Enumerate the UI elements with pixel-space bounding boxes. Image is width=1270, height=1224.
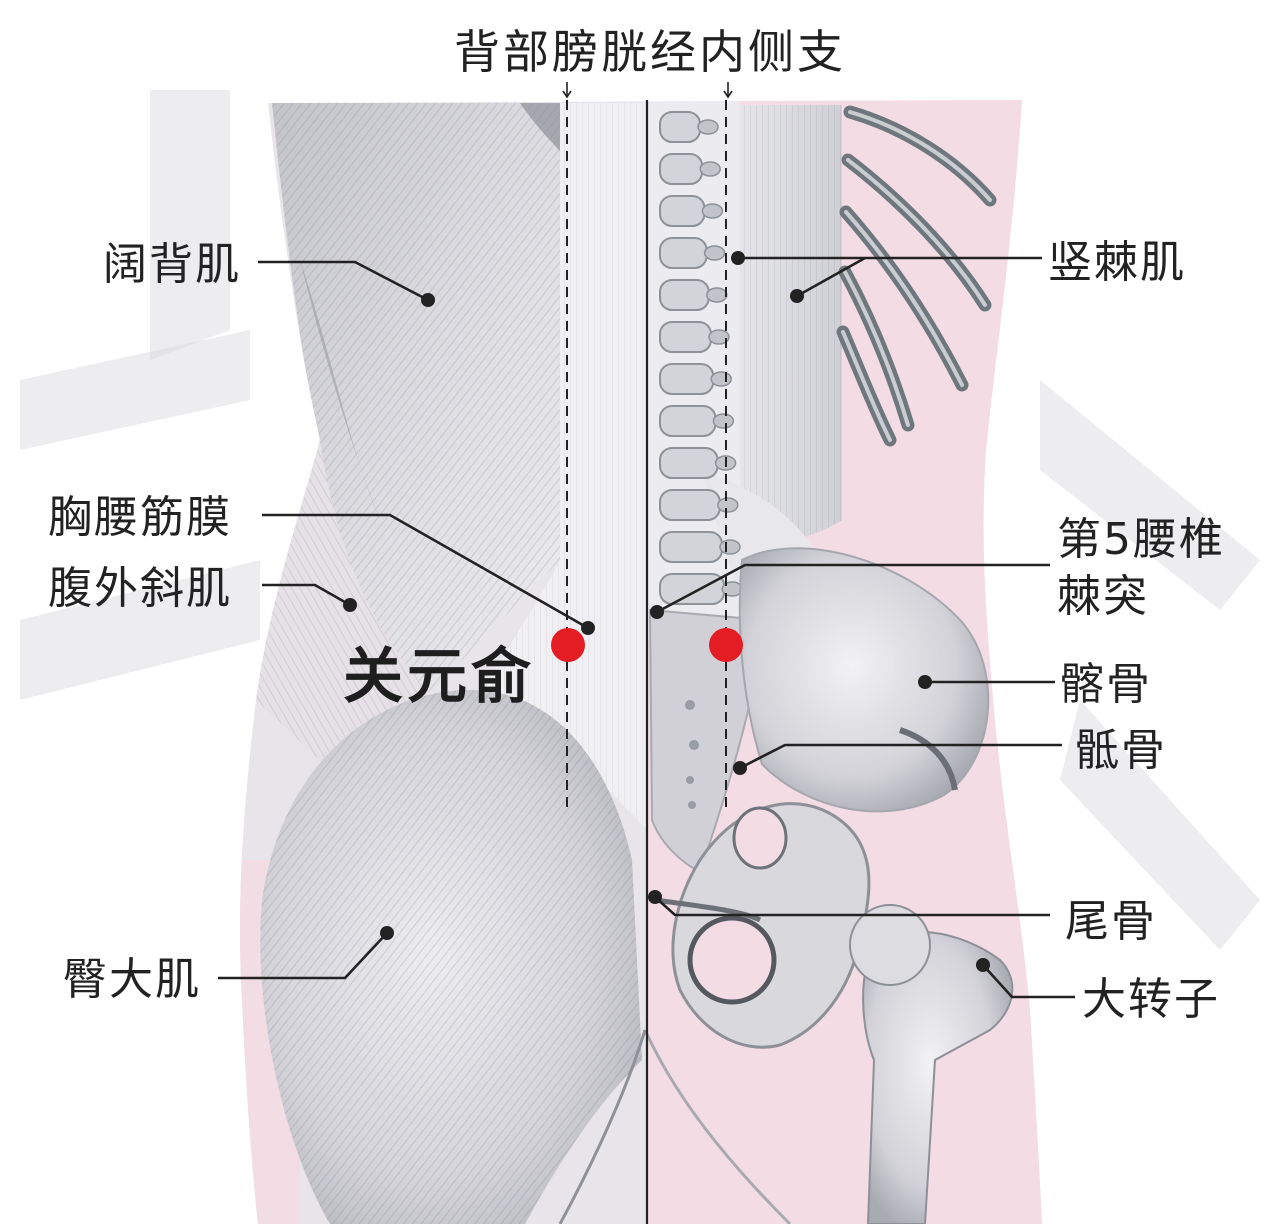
transverse-process [710, 371, 732, 387]
arrow-down-icon [562, 82, 572, 99]
vertebra [659, 363, 715, 395]
transverse-process [708, 329, 730, 345]
leader-gluteus [218, 926, 394, 980]
acupoint-name: 关元俞 [343, 642, 535, 712]
label-erector: 竖棘肌 [1048, 237, 1186, 288]
vertebra [659, 195, 706, 227]
sciatic-notch [732, 806, 788, 870]
label-l5-line1: 第5腰椎 [1057, 514, 1225, 565]
label-gluteus: 臀大肌 [63, 954, 201, 1005]
acupoint-marker-right [709, 628, 743, 662]
transverse-process [706, 287, 728, 303]
transverse-process [697, 119, 719, 135]
obturator-foramen [687, 915, 777, 1005]
leader-ilium [918, 675, 1055, 689]
vertebra [659, 279, 710, 311]
transverse-process [719, 539, 741, 555]
label-ilium: 髂骨 [1060, 659, 1152, 710]
label-trochanter: 大转子 [1082, 974, 1220, 1025]
leader-l5 [650, 563, 1050, 619]
leader-thoracolumbar [262, 513, 595, 635]
transverse-process [701, 203, 724, 219]
vertebra [659, 489, 721, 521]
label-latissimus: 阔背肌 [103, 239, 241, 290]
sacral-foramina [685, 700, 699, 809]
leader-erector [731, 251, 1042, 303]
vertebra [659, 573, 726, 605]
transverse-process [717, 497, 739, 513]
vertebra [659, 405, 717, 437]
vertebra [659, 447, 719, 479]
vertebra [659, 153, 704, 185]
transverse-process [703, 245, 726, 261]
femur-bone [862, 930, 1014, 1224]
transverse-process [699, 161, 721, 177]
transverse-process [712, 413, 735, 429]
diagram-title: 背部膀胱经内侧支 [454, 25, 846, 79]
label-coccyx: 尾骨 [1065, 896, 1157, 947]
leader-coccyx [648, 890, 1050, 917]
ribs [836, 105, 997, 447]
vertebra [659, 531, 723, 563]
leader-sacrum [733, 743, 1062, 775]
acupoint-marker-left [551, 628, 585, 662]
label-sacrum: 骶骨 [1075, 725, 1167, 776]
leader-trochanter [976, 958, 1075, 999]
watermark [20, 90, 1260, 950]
lumbar-spine [659, 111, 743, 605]
leader-latissimus [258, 260, 435, 307]
label-oblique: 腹外斜肌 [48, 563, 232, 614]
vertebra [659, 237, 708, 269]
vertebra [659, 321, 712, 353]
arrow-down-icon [723, 82, 733, 99]
leader-oblique [262, 583, 357, 612]
vertebra [659, 111, 701, 143]
label-thoracolumbar: 胸腰筋膜 [48, 492, 232, 543]
label-l5-line2: 棘突 [1057, 571, 1149, 622]
